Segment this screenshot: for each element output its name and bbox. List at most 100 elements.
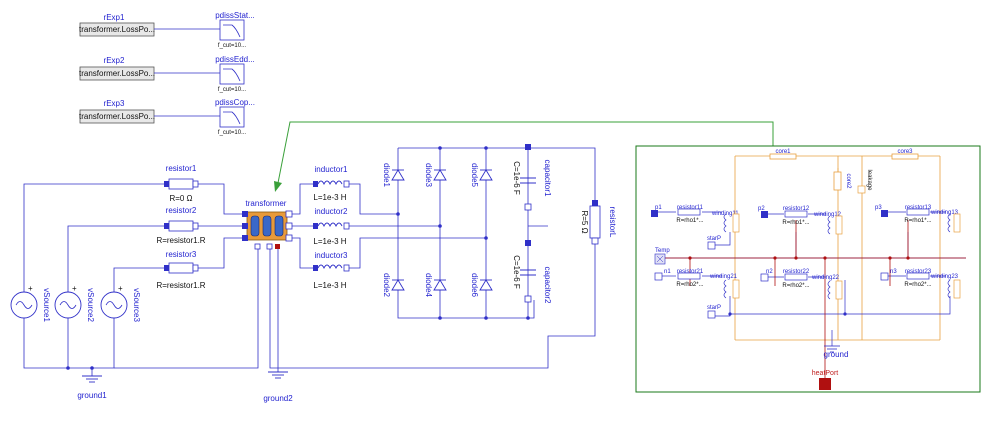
winding-13[interactable]: winding13 <box>930 210 961 233</box>
star-label: starP <box>707 305 721 311</box>
resistor-21[interactable]: resistor21 R=rho2*... <box>676 269 704 288</box>
vsource-1[interactable]: + vSource1 <box>10 284 51 324</box>
resistor-name: resistor23 <box>905 269 932 275</box>
inductor-value: L=1e-3 H <box>313 237 346 246</box>
winding-12[interactable]: winding12 <box>813 212 843 235</box>
core-2[interactable]: core2 <box>833 171 851 191</box>
resistor-22[interactable]: resistor22 R=rho2*... <box>782 269 810 289</box>
svg-text:+: + <box>28 284 33 293</box>
resistor-3[interactable]: resistor3 R=resistor1.R <box>156 250 205 290</box>
filter-box[interactable] <box>219 106 245 128</box>
transformer[interactable]: transformer <box>242 199 293 250</box>
capacitor-name: capacitor1 <box>543 160 552 197</box>
star-point-n[interactable]: starP <box>707 305 721 319</box>
svg-text:+: + <box>72 284 77 293</box>
vsource-2[interactable]: + vSource2 <box>54 284 95 324</box>
inductor-1[interactable]: inductor1 L=1e-3 H <box>313 165 350 202</box>
capacitor-2[interactable]: C=1e-6 F capacitor2 <box>512 240 552 304</box>
port-p2[interactable]: p2 <box>758 206 768 218</box>
star-point-p[interactable]: starP <box>707 236 721 250</box>
resistor-value: R=rho2*... <box>676 282 704 288</box>
expr-value: transformer.LossPo... <box>79 112 155 121</box>
filter-name: pdissEdd... <box>215 55 255 64</box>
inner-ground[interactable]: ground <box>824 345 849 359</box>
leakage-name: leakage <box>866 169 872 191</box>
filter-param: f_cut=10... <box>218 43 247 49</box>
diode-name: diode5 <box>470 163 479 188</box>
resistor-name: resistor2 <box>166 206 197 215</box>
expr-block-1[interactable]: rExp1 transformer.LossPo... pdissStat...… <box>79 11 255 49</box>
filter-name: pdissStat... <box>215 11 255 20</box>
diode-4[interactable]: diode4 <box>424 273 447 298</box>
core-3[interactable]: core3 <box>891 149 919 160</box>
inductor-value: L=1e-3 H <box>313 193 346 202</box>
capacitor-1[interactable]: C=1e-6 F capacitor1 <box>512 144 552 211</box>
filter-param: f_cut=10... <box>218 130 247 136</box>
core-1[interactable]: core1 <box>769 149 797 160</box>
port-p3[interactable]: p3 <box>875 205 888 217</box>
winding-name: winding21 <box>709 274 738 280</box>
expr-value: transformer.LossPo... <box>79 25 155 34</box>
vsource-name: vSource2 <box>86 288 95 322</box>
core-name: core1 <box>775 149 791 155</box>
filter-box[interactable] <box>219 63 245 85</box>
ground-name: ground1 <box>77 391 107 400</box>
port-n2[interactable]: n2 <box>760 269 773 282</box>
port-name: p1 <box>655 205 662 211</box>
port-name: n2 <box>766 269 773 275</box>
temp-source[interactable]: Temp <box>654 248 670 265</box>
winding-name: winding22 <box>811 275 840 281</box>
capacitor-value: C=1e-6 F <box>512 161 521 195</box>
winding-23[interactable]: winding23 <box>930 274 961 299</box>
port-n3[interactable]: n3 <box>880 269 897 281</box>
svg-text:+: + <box>118 284 123 293</box>
resistor-12[interactable]: resistor12 R=rho1*... <box>782 206 810 226</box>
inductor-3[interactable]: inductor3 L=1e-3 H <box>313 251 350 290</box>
ground-2[interactable]: ground2 <box>263 371 293 403</box>
leakage[interactable]: leakage <box>866 169 872 191</box>
resistor-value: R=rho1*... <box>782 220 810 226</box>
heat-port[interactable]: heatPort <box>812 370 839 390</box>
winding-21[interactable]: winding21 <box>709 274 740 299</box>
expr-block-3[interactable]: rExp3 transformer.LossPo... pdissCop... … <box>79 98 255 136</box>
resistor-name: resistor21 <box>677 269 704 275</box>
resistor-name: resistor12 <box>783 206 810 212</box>
port-p1[interactable]: p1 <box>651 205 662 217</box>
diode-name: diode6 <box>470 273 479 298</box>
resistor-2[interactable]: resistor2 R=resistor1.R <box>156 206 205 245</box>
inductor-2[interactable]: inductor2 L=1e-3 H <box>313 207 350 246</box>
ground-1[interactable]: ground1 <box>77 375 107 400</box>
port-name: p3 <box>875 205 882 211</box>
ground-name: ground <box>824 350 849 359</box>
resistor-name: resistor22 <box>783 269 810 275</box>
core-name: core2 <box>845 173 851 189</box>
resistor-load[interactable]: R=5 Ω resistorL <box>580 200 617 245</box>
resistor-11[interactable]: resistor11 R=rho1*... <box>676 205 704 224</box>
resistor-13[interactable]: resistor13 R=rho1*... <box>904 205 932 224</box>
filter-box[interactable] <box>219 19 245 41</box>
resistor-name: resistor3 <box>166 250 197 259</box>
resistor-1[interactable]: resistor1 R=0 Ω <box>164 164 199 203</box>
vsource-3[interactable]: + vSource3 <box>100 284 141 324</box>
diode-6[interactable]: diode6 <box>470 273 493 298</box>
filter-param: f_cut=10... <box>218 87 247 93</box>
expr-name: rExp2 <box>104 56 125 65</box>
winding-name: winding11 <box>711 211 739 217</box>
expr-block-2[interactable]: rExp2 transformer.LossPo... pdissEdd... … <box>79 55 255 93</box>
resistor-23[interactable]: resistor23 R=rho2*... <box>904 269 932 288</box>
vsource-name: vSource1 <box>42 288 51 322</box>
resistor-value: R=rho1*... <box>676 218 704 224</box>
diode-2[interactable]: diode2 <box>382 273 405 298</box>
resistor-value: R=resistor1.R <box>156 236 205 245</box>
diode-3[interactable]: diode3 <box>424 163 447 188</box>
winding-11[interactable]: winding11 <box>711 211 740 233</box>
resistor-value: R=5 Ω <box>580 210 589 233</box>
diode-1[interactable]: diode1 <box>382 163 405 188</box>
vsource-name: vSource3 <box>132 288 141 322</box>
resistor-value: R=rho2*... <box>904 282 932 288</box>
diode-5[interactable]: diode5 <box>470 163 493 188</box>
resistor-name: resistorL <box>608 207 617 238</box>
port-n1[interactable]: n1 <box>654 269 671 281</box>
winding-22[interactable]: winding22 <box>811 275 843 300</box>
